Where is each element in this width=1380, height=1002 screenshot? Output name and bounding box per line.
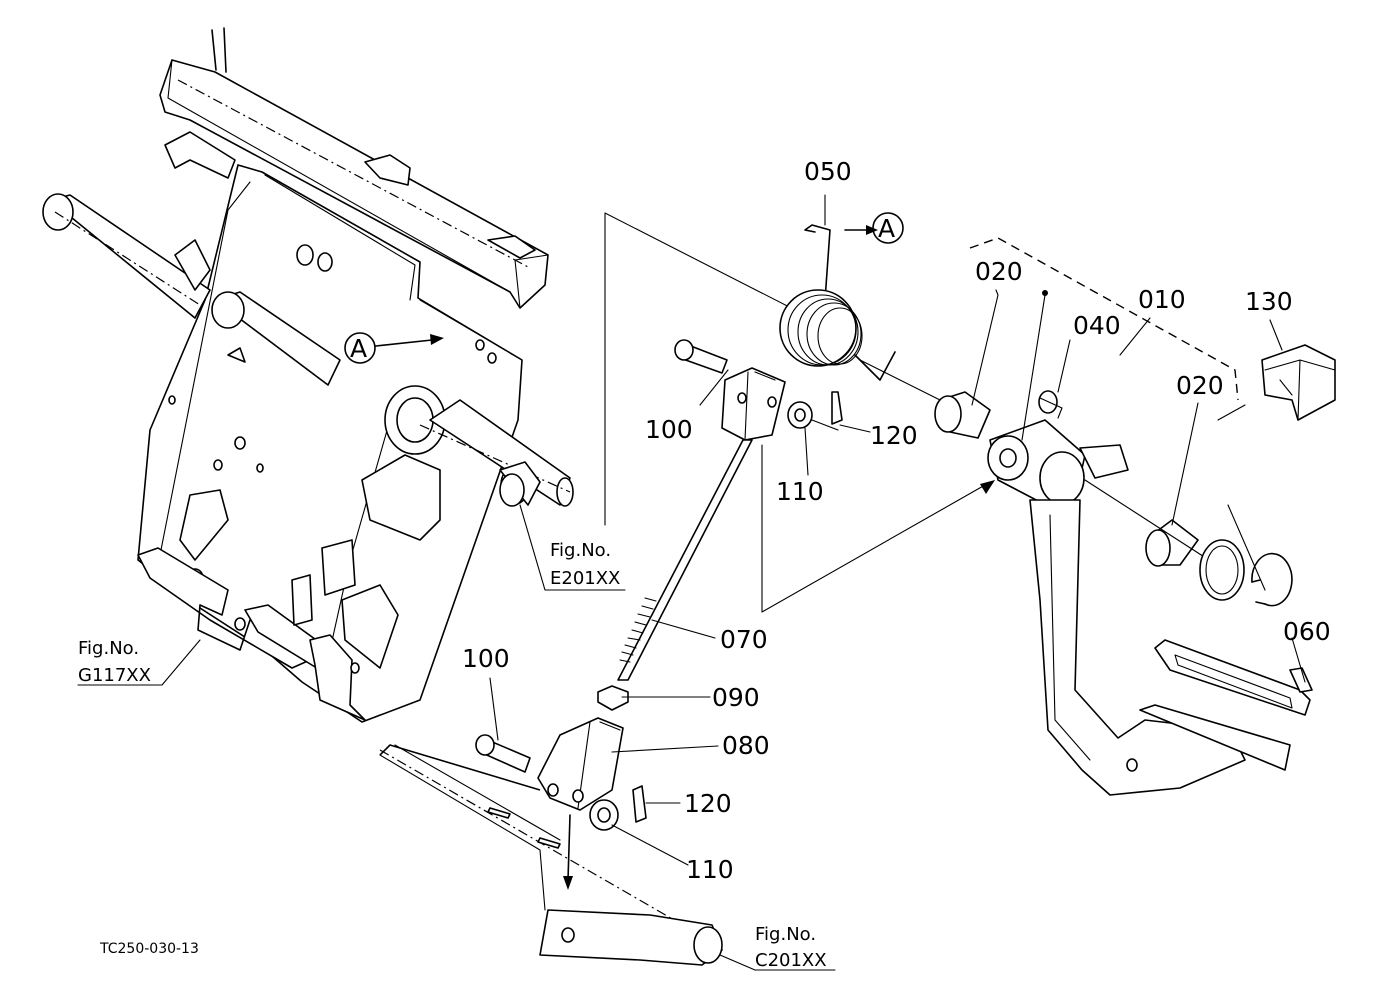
label-060: 060 — [1283, 617, 1331, 646]
label-100-lower: 100 — [462, 644, 510, 673]
label-070: 070 — [720, 625, 768, 654]
label-080: 080 — [722, 731, 770, 760]
label-110-upper: 110 — [776, 477, 824, 506]
label-120-lower: 120 — [684, 789, 732, 818]
marker-a-spring: A — [872, 212, 904, 244]
pedal-pad-060 — [1154, 639, 1313, 716]
figref-e201-label: Fig.No. — [550, 540, 611, 561]
leader-lines — [77, 194, 1306, 971]
marker-a-frame: A — [344, 332, 444, 364]
label-120-upper: 120 — [870, 421, 918, 450]
label-020-left: 020 — [975, 257, 1023, 286]
lower-lever — [379, 744, 723, 966]
spring-050 — [779, 224, 951, 406]
label-020-right: 020 — [1176, 371, 1224, 400]
label-050: 050 — [804, 157, 852, 186]
washer-clip — [1199, 539, 1293, 607]
leader-e201-tail — [519, 504, 626, 591]
label-040: 040 — [1073, 311, 1121, 340]
label-090: 090 — [712, 683, 760, 712]
figref-g117-code: G117XX — [78, 665, 151, 686]
leader-e201 — [604, 212, 806, 526]
figref-g117-label: Fig.No. — [78, 638, 139, 659]
figref-e201-code: E201XX — [550, 568, 620, 589]
figref-c201-label: Fig.No. — [755, 924, 816, 945]
bracket-130 — [1261, 344, 1336, 421]
marker-a-spring-text: A — [878, 214, 895, 243]
frame-assembly — [42, 27, 574, 723]
pedal-010 — [934, 237, 1291, 796]
label-130: 130 — [1245, 287, 1293, 316]
marker-a-frame-text: A — [350, 334, 367, 363]
label-100-upper: 100 — [645, 415, 693, 444]
label-010: 010 — [1138, 285, 1186, 314]
figref-c201-code: C201XX — [755, 950, 827, 971]
diagram-code: TC250-030-13 — [99, 941, 199, 957]
bushing-020-right — [1084, 479, 1241, 581]
label-110-lower: 110 — [686, 855, 734, 884]
rod-070-assembly — [475, 339, 843, 890]
